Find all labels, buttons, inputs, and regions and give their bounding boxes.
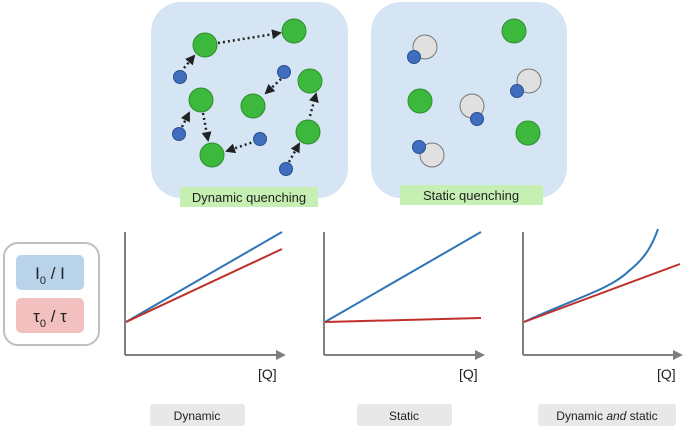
quencher: [510, 84, 524, 98]
complexed-fluorophore: [516, 68, 542, 94]
x-axis-label: [Q]: [459, 366, 478, 382]
x-axis-label: [Q]: [657, 366, 676, 382]
x-axis-label: [Q]: [258, 366, 277, 382]
static-quenching-panel: Static quenching: [371, 2, 567, 205]
combined-caption-background: [538, 404, 676, 426]
intensity-curve: [523, 228, 659, 323]
lifetime-ratio-label: τ0 / τ: [33, 307, 67, 330]
combined-plot: [Q] Dynamic and static: [522, 228, 683, 426]
static-quenching-label: Static quenching: [423, 188, 519, 203]
dynamic-plot: [Q] Dynamic: [124, 231, 286, 426]
fluorophore: [501, 18, 527, 44]
fluorophore: [240, 93, 266, 119]
diffusion-arrow: [217, 29, 282, 45]
complexed-fluorophore: [419, 142, 445, 168]
quencher: [172, 127, 186, 141]
dynamic-caption: Dynamic: [174, 409, 221, 423]
complex: [412, 140, 445, 168]
intensity-legend-box: [16, 255, 84, 290]
fluorophore: [199, 142, 225, 168]
fluorophore: [515, 120, 541, 146]
lifetime-line: [125, 248, 283, 323]
intensity-line: [125, 231, 283, 323]
complex: [510, 68, 542, 98]
lifetime-line: [523, 263, 681, 323]
complex: [407, 34, 438, 64]
fluorophore: [192, 32, 218, 58]
lifetime-line: [324, 317, 482, 323]
quencher: [253, 132, 267, 146]
fluorophore: [281, 18, 307, 44]
combined-caption: Dynamic and static: [556, 409, 657, 423]
static-label-background: [400, 185, 543, 205]
diffusion-arrow: [264, 78, 282, 95]
intensity-ratio-label: I0 / I: [35, 264, 65, 287]
fluorophore: [295, 119, 321, 145]
quencher: [407, 50, 421, 64]
static-plot: [Q] Static: [323, 231, 485, 426]
quencher: [173, 70, 187, 84]
diffusion-arrow: [287, 142, 301, 163]
dynamic-caption-background: [150, 404, 245, 426]
static-caption: Static: [389, 409, 419, 423]
dynamic-quenching-label: Dynamic quenching: [192, 190, 306, 205]
lifetime-legend-box: [16, 298, 84, 333]
quencher: [412, 140, 426, 154]
complex: [459, 93, 485, 126]
quencher: [277, 65, 291, 79]
fluorophore: [188, 87, 214, 113]
diffusion-arrow: [225, 139, 257, 154]
diffusion-arrows: [180, 29, 319, 163]
quencher: [279, 162, 293, 176]
intensity-line: [324, 231, 482, 323]
fluorophores: [188, 18, 323, 168]
dynamic-quenching-panel: Dynamic quenching: [151, 2, 348, 207]
fluorophore: [407, 88, 433, 114]
static-caption-background: [357, 404, 452, 426]
fluorophore: [297, 68, 323, 94]
quenchers: [172, 65, 293, 176]
dynamic-label-background: [180, 187, 318, 207]
legend: I0 / I τ0 / τ: [3, 242, 100, 346]
diffusion-arrow: [308, 92, 319, 117]
quencher: [470, 112, 484, 126]
complexes: [407, 34, 542, 168]
fluorophores: [407, 18, 541, 146]
